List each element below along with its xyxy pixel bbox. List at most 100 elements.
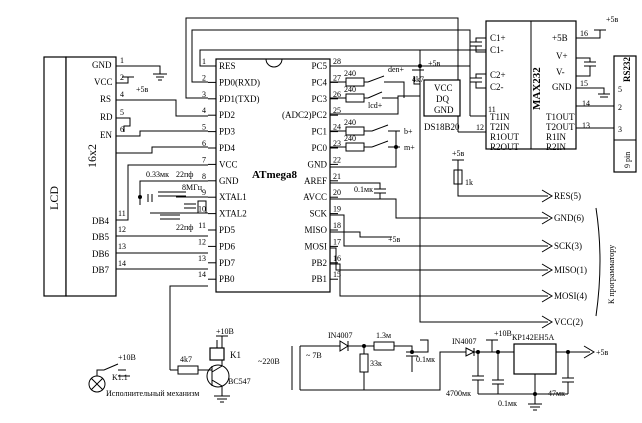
mcu-left-pins: RES1PD0(RXD)2PD1(TXD)3PD24PD35PD46VCC7GN… xyxy=(198,57,260,284)
mcu-pinnum-19: 19 xyxy=(333,205,341,214)
mcu-pinnum-23: 23 xyxy=(333,139,341,148)
max-pin-vplus: V+ xyxy=(556,51,568,61)
programmer-title: К программатору xyxy=(607,245,616,304)
mcu-pinnum-7: 7 xyxy=(202,155,206,164)
prog-miso: MISO(1) xyxy=(554,265,587,275)
max-pin-t1out: T1OUT xyxy=(546,112,575,122)
diode2-label: IN4007 xyxy=(452,337,476,346)
max-num-15: 15 xyxy=(580,79,588,88)
mcu-pinnum-17: 17 xyxy=(333,237,341,246)
lcd-model: 16x2 xyxy=(85,144,99,168)
sensor-pin-vcc: VCC xyxy=(434,83,453,93)
mcu-pinnum-1: 1 xyxy=(202,57,206,66)
max232-caps: +5в xyxy=(470,15,619,129)
lcd-pin-db5: DB5 xyxy=(92,232,110,242)
lcd-pinnum-6: 6 xyxy=(120,125,124,134)
res-wiring: +5в 1k RES(5) xyxy=(452,149,581,203)
lcd-pinnum-4: 4 xyxy=(120,90,124,99)
relay-name: K1 xyxy=(230,350,241,360)
sensor-pullup-label: 4k7 xyxy=(412,75,424,84)
r1-label: 1.3м xyxy=(376,331,391,340)
junction-dots xyxy=(138,64,570,396)
load-label: Исполнительный механизм xyxy=(106,389,199,398)
lcd-pinnum-14: 14 xyxy=(118,259,126,268)
mcu-pinnum-26: 26 xyxy=(333,90,341,99)
max-pin-c2p: C2+ xyxy=(490,70,506,80)
regulator-box xyxy=(513,343,557,375)
crystal-cap-22-bottom: 22пф xyxy=(176,223,193,232)
mcu-pin-5: PD3 xyxy=(219,127,236,137)
button-m xyxy=(330,140,400,152)
ds18b20-sensor: VCC DQ GND DS18B20 xyxy=(423,79,461,132)
button-lcd-label: lcd+ xyxy=(368,101,383,110)
mcu-pinnum-16: 16 xyxy=(333,254,341,263)
max-num-12: 12 xyxy=(476,123,484,132)
mosi-arrow-icon xyxy=(541,289,553,303)
mcu-pin-3: PD1(TXD) xyxy=(219,94,260,104)
lcd-pin-vcc: VCC xyxy=(94,77,113,87)
aref-cap-label: 0.1мк xyxy=(354,185,373,194)
mcu-pinnum-4: 4 xyxy=(202,106,206,115)
button-m-label: m+ xyxy=(404,143,415,152)
max-supply-label: +5в xyxy=(606,15,619,24)
lcd-pinnum-5: 5 xyxy=(120,108,124,117)
out10-label: +10B xyxy=(494,329,512,338)
mcu-pinnum-12: 12 xyxy=(198,237,206,246)
uart-wires xyxy=(185,17,494,133)
diode2-icon xyxy=(465,347,476,357)
lcd-vcc-label: +5в xyxy=(136,85,149,94)
prog-vcc: VCC(2) xyxy=(554,317,583,327)
res-pc3: 240 xyxy=(344,85,356,94)
max-num-13: 13 xyxy=(582,121,590,130)
lcd-power-wires: +5в xyxy=(116,65,208,270)
max-pin-r2in: R2IN xyxy=(546,142,567,152)
max232-chip: MAX232 C1+ C1- C2+ C2- T1IN T2IN R1OUT R… xyxy=(476,20,590,152)
mcu-pin-16: PB2 xyxy=(311,258,327,268)
res-arrow-icon xyxy=(541,189,553,203)
max-num-11: 11 xyxy=(488,105,496,114)
lcd-pinnum-12: 12 xyxy=(118,225,126,234)
max-supply-wire xyxy=(576,30,601,39)
out5-arrow-icon xyxy=(556,345,595,359)
mcu-pinnum-10: 10 xyxy=(198,205,206,214)
lcd-pin-en: EN xyxy=(100,130,112,140)
programmer-lines: SCK(3) +5в MISO(1) MOSI(4) VCC(2) К прог… xyxy=(330,50,616,329)
mcu-pin-12: PD6 xyxy=(219,241,236,251)
transistor-bc547-icon xyxy=(206,364,230,388)
out5-label: +5в xyxy=(596,348,609,357)
rs232-connector-type: 9 pin xyxy=(623,152,632,168)
sensor-pin-dq: DQ xyxy=(436,94,449,104)
mcu-pinnum-24: 24 xyxy=(333,123,341,132)
res-pc0: 240 xyxy=(344,134,356,143)
mcu-name: ATmega8 xyxy=(252,169,298,181)
max-pin-c1m: C1- xyxy=(490,45,504,55)
max-pin-r1out: R1OUT xyxy=(490,132,520,142)
transistor-name: BC547 xyxy=(228,377,251,386)
max-pin-vminus: V- xyxy=(556,67,565,77)
mcu-pinnum-18: 18 xyxy=(333,221,341,230)
lcd-module: LCD 16x2 GND VCC RS RD EN DB4 DB5 DB6 DB… xyxy=(43,56,126,297)
c-bulk-label: 4700мк xyxy=(446,389,471,398)
rs232-pin-3: 3 xyxy=(618,125,622,134)
mcu-pinnum-13: 13 xyxy=(198,254,206,263)
mcu-pin-19: SCK xyxy=(309,209,327,219)
mcu-pin-6: PD4 xyxy=(219,143,236,153)
crystal-cap-033: 0.33мк xyxy=(146,170,169,179)
prog-gnd: GND(6) xyxy=(554,213,584,223)
max232-name: MAX232 xyxy=(531,67,543,110)
mcu-pin-20: AVCC xyxy=(303,192,327,202)
mcu-pinnum-3: 3 xyxy=(202,90,206,99)
mcu-pin-14: PB0 xyxy=(219,274,235,284)
mains-label: ~220В xyxy=(258,357,280,366)
mcu-pin-9: XTAL1 xyxy=(219,192,247,202)
mcu-pin-25: (ADC2)PC2 xyxy=(282,110,327,120)
mcu-pinnum-25: 25 xyxy=(333,106,341,115)
mcu-pinnum-11: 11 xyxy=(198,221,206,230)
diode1-icon xyxy=(336,340,360,352)
crystal-freq: 8МГц xyxy=(182,183,203,192)
button-lcd xyxy=(330,91,398,103)
max-ground-icon xyxy=(576,87,610,98)
lcd-ground-icon xyxy=(153,73,167,81)
relay-supply: +10B xyxy=(216,327,234,336)
